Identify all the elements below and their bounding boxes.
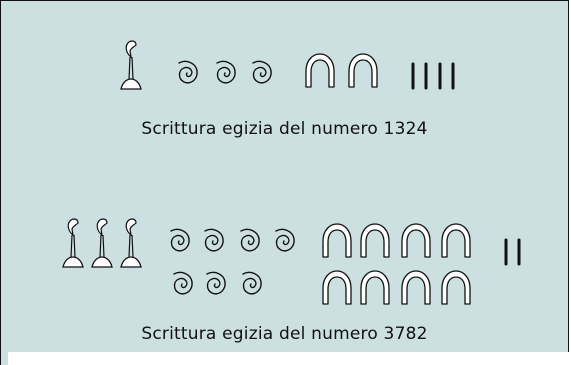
heel-bone-icon	[360, 223, 390, 258]
coil-icon	[275, 228, 295, 252]
coil-icon	[206, 271, 226, 295]
example-1-glyphs	[120, 40, 455, 90]
coil-icon	[170, 228, 190, 252]
heel-bone-icon	[322, 270, 352, 305]
heel-bone-icon	[305, 53, 335, 88]
lotus-flower-icon	[62, 218, 84, 268]
coil-icon	[240, 228, 260, 252]
coil-icon	[173, 271, 193, 295]
heel-bone-icon	[441, 223, 471, 258]
coil-icon	[252, 60, 272, 84]
lotus-flower-icon	[120, 218, 142, 268]
heel-bone-icon	[322, 223, 352, 258]
example-2-glyphs	[62, 218, 521, 305]
page-margin	[8, 352, 571, 365]
lotus-flower-icon	[91, 218, 113, 268]
lotus-flower-icon	[120, 40, 142, 90]
heel-bone-icon	[441, 270, 471, 305]
heel-bone-icon	[348, 53, 378, 88]
coil-icon	[242, 271, 262, 295]
heel-bone-icon	[401, 223, 431, 258]
heel-bone-icon	[401, 270, 431, 305]
coil-icon	[216, 60, 236, 84]
caption-1324: Scrittura egizia del numero 1324	[141, 119, 428, 139]
coil-icon	[178, 60, 198, 84]
caption-3782: Scrittura egizia del numero 3782	[141, 324, 428, 344]
coil-icon	[204, 228, 224, 252]
heel-bone-icon	[360, 270, 390, 305]
